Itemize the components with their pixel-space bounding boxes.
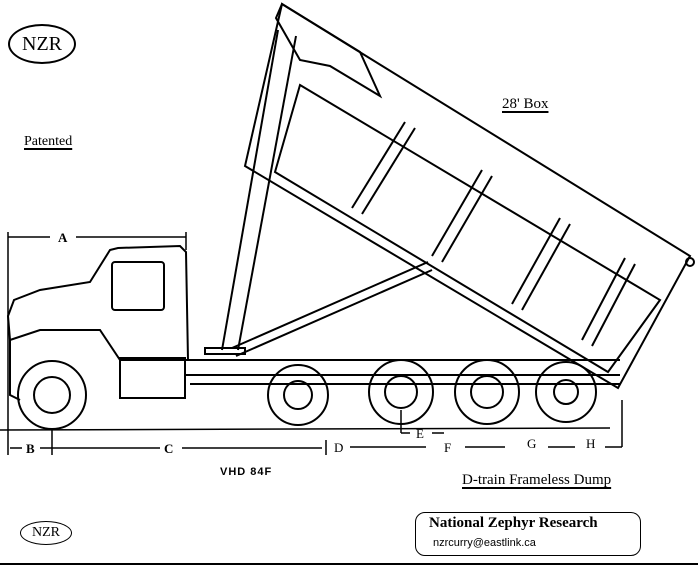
bottom-rule xyxy=(0,563,698,565)
dimension-labels: A B C D E F G H xyxy=(26,230,595,456)
dim-d-label: D xyxy=(334,440,343,455)
dim-b-label: B xyxy=(26,441,35,456)
logo-text: NZR xyxy=(22,32,62,55)
wheels xyxy=(17,359,597,430)
dim-c-label: C xyxy=(164,441,173,456)
logo-text: NZR xyxy=(32,525,60,540)
dimension-lines xyxy=(7,232,623,455)
dim-f-label: F xyxy=(444,440,451,455)
dim-h-label: H xyxy=(586,436,595,451)
dump-box xyxy=(243,2,695,390)
hoist-cylinder xyxy=(204,29,297,355)
dim-g-label: G xyxy=(527,436,536,451)
contact-email[interactable]: nzrcurry@eastlink.ca xyxy=(433,537,536,549)
patented-label: Patented xyxy=(24,134,73,149)
nzr-logo-bottom: NZR xyxy=(20,521,72,545)
contact-box: National Zephyr Research nzrcurry@eastli… xyxy=(415,512,641,556)
box-size-label: 28' Box xyxy=(502,96,549,112)
diagram-title: D-train Frameless Dump xyxy=(462,472,612,488)
dim-a-label: A xyxy=(58,230,68,245)
dim-e-label: E xyxy=(416,426,424,441)
model-label: VHD 84F xyxy=(220,466,273,478)
organization-name: National Zephyr Research xyxy=(429,515,598,531)
nzr-logo-top: NZR xyxy=(8,24,76,64)
truck-cab xyxy=(6,244,190,401)
